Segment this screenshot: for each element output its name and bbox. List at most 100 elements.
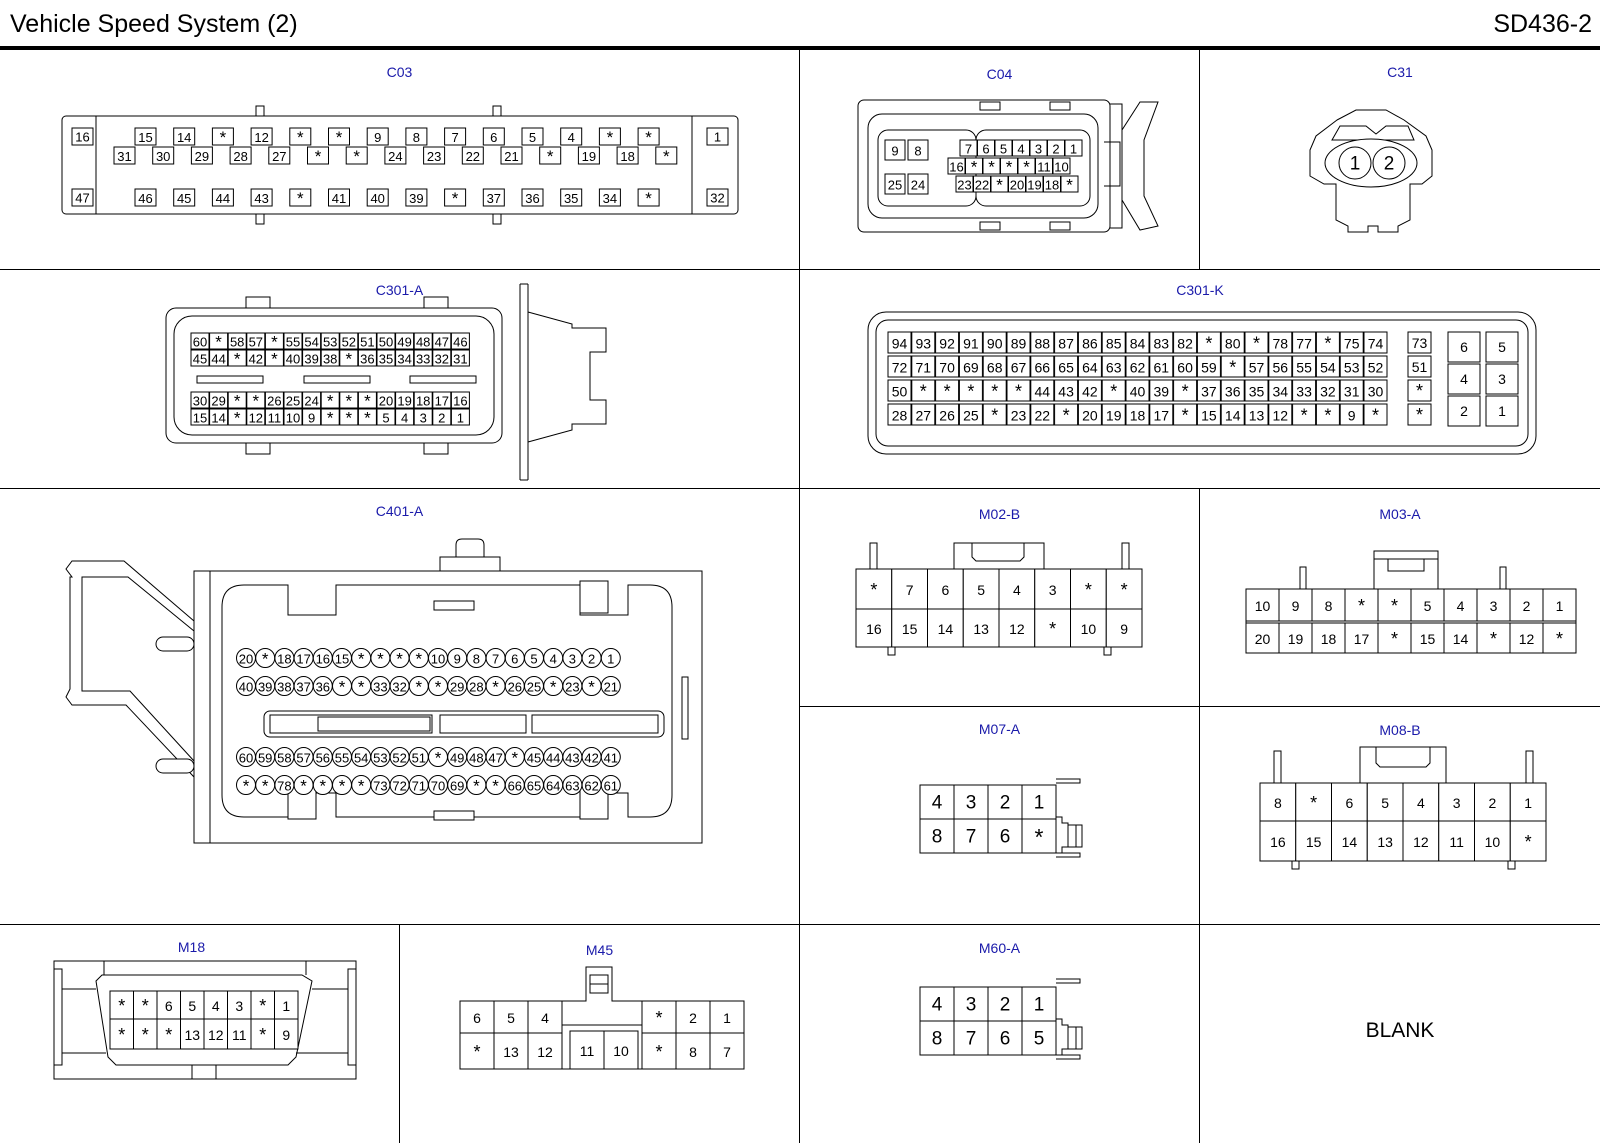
pin-label: 1	[1498, 403, 1506, 419]
pin-cell	[1339, 403, 1364, 426]
pin-cell	[134, 188, 157, 207]
pin-cell	[283, 408, 303, 426]
pin-cell	[1196, 355, 1221, 378]
pin-cell	[637, 188, 660, 207]
pin-cell	[560, 188, 583, 207]
pin-label: 21	[604, 680, 618, 695]
pin-label: 38	[323, 352, 337, 367]
pin-cell	[641, 1032, 677, 1070]
pin-label: *	[327, 392, 334, 411]
pin-label: 26	[508, 680, 522, 695]
pin-cell	[1278, 622, 1313, 654]
pin-label: *	[396, 650, 403, 669]
pin-label: 20	[379, 394, 393, 409]
pin-label: 46	[138, 191, 152, 206]
pin-label: 1	[282, 998, 290, 1014]
pin-label: 66	[508, 779, 522, 794]
pin-label: 44	[211, 352, 225, 367]
pin-label: 52	[392, 751, 406, 766]
pin-cell	[884, 173, 906, 195]
pin-label: 3	[1453, 795, 1461, 811]
pin-cell	[1149, 403, 1174, 426]
pin-label: 62	[1130, 360, 1146, 376]
cell-blank: BLANK	[1200, 925, 1600, 1143]
pin-label: 8	[932, 1029, 943, 1050]
pin-label: *	[259, 996, 266, 1016]
pin-cell	[320, 391, 340, 409]
pin-label: 18	[620, 149, 634, 164]
pin-label: 7	[906, 582, 914, 598]
pin-cell	[461, 146, 484, 165]
pin-label: 47	[75, 191, 89, 206]
pin-cell	[283, 349, 303, 367]
pin-cell	[173, 127, 196, 146]
pin-label: 53	[1344, 360, 1360, 376]
pin-label: 6	[1345, 795, 1353, 811]
pin-cell	[320, 349, 340, 367]
pin-label: *	[988, 158, 995, 177]
pin-cell	[1030, 379, 1055, 402]
pin-cell	[1278, 588, 1313, 622]
pin-cell	[1363, 331, 1388, 354]
pin-label: 5	[1000, 142, 1007, 157]
pin-cell	[600, 676, 621, 696]
pin-cell	[927, 608, 964, 648]
pin-cell	[71, 127, 94, 146]
pin-label: 17	[435, 394, 449, 409]
pin-cell	[1054, 379, 1079, 402]
pin-label: 28	[892, 408, 908, 424]
pin-label: 82	[1177, 336, 1193, 352]
pin-cell	[1259, 782, 1297, 822]
pin-cell	[209, 391, 229, 409]
connector-label-m18: M18	[177, 939, 206, 955]
pin-label: *	[142, 1025, 149, 1045]
pin-label: 16	[949, 160, 963, 175]
pin-cell	[1244, 331, 1269, 354]
pin-cell	[1220, 355, 1245, 378]
pin-label: 92	[939, 336, 955, 352]
pin-label: 18	[1045, 178, 1059, 193]
pin-cell	[655, 146, 678, 165]
pin-cell	[982, 355, 1007, 378]
pin-cell	[600, 648, 621, 668]
pin-label: 80	[1225, 336, 1241, 352]
pin-label: 19	[1288, 631, 1304, 647]
connector-outline	[1056, 978, 1081, 984]
pin-cell	[1125, 379, 1150, 402]
pin-label: 4	[401, 411, 408, 426]
pin-cell	[891, 608, 928, 648]
pin-label: 3	[966, 995, 977, 1016]
pin-label: *	[511, 749, 518, 768]
pin-label: 6	[473, 1010, 481, 1026]
pin-label: *	[364, 392, 371, 411]
pin-cell	[1101, 403, 1126, 426]
pin-label: 32	[435, 352, 449, 367]
pin-cell	[376, 349, 396, 367]
pin-cell	[357, 349, 377, 367]
pin-cell	[366, 188, 389, 207]
pin-cell	[1173, 355, 1198, 378]
pin-cell	[987, 784, 1023, 820]
pin-label: 20	[1082, 408, 1098, 424]
pin-cell	[1339, 379, 1364, 402]
pin-cell	[366, 127, 389, 146]
pin-cell	[302, 391, 322, 409]
pin-label: 10	[1255, 598, 1271, 614]
pin-cell	[958, 379, 983, 402]
pin-cell	[246, 391, 266, 409]
connector-outline	[54, 968, 63, 1066]
connector-outline	[433, 810, 475, 821]
pin-cell	[1054, 331, 1079, 354]
pin-cell	[134, 127, 157, 146]
pin-label: *	[243, 777, 250, 796]
pin-label: 15	[335, 652, 349, 667]
pin-cell	[935, 379, 960, 402]
pin-label: 44	[546, 751, 560, 766]
pin-cell	[675, 1032, 711, 1070]
connector-outline	[1104, 141, 1121, 187]
pin-label: 63	[565, 779, 579, 794]
pin-cell	[1101, 379, 1126, 402]
connector-outline	[1049, 221, 1071, 231]
